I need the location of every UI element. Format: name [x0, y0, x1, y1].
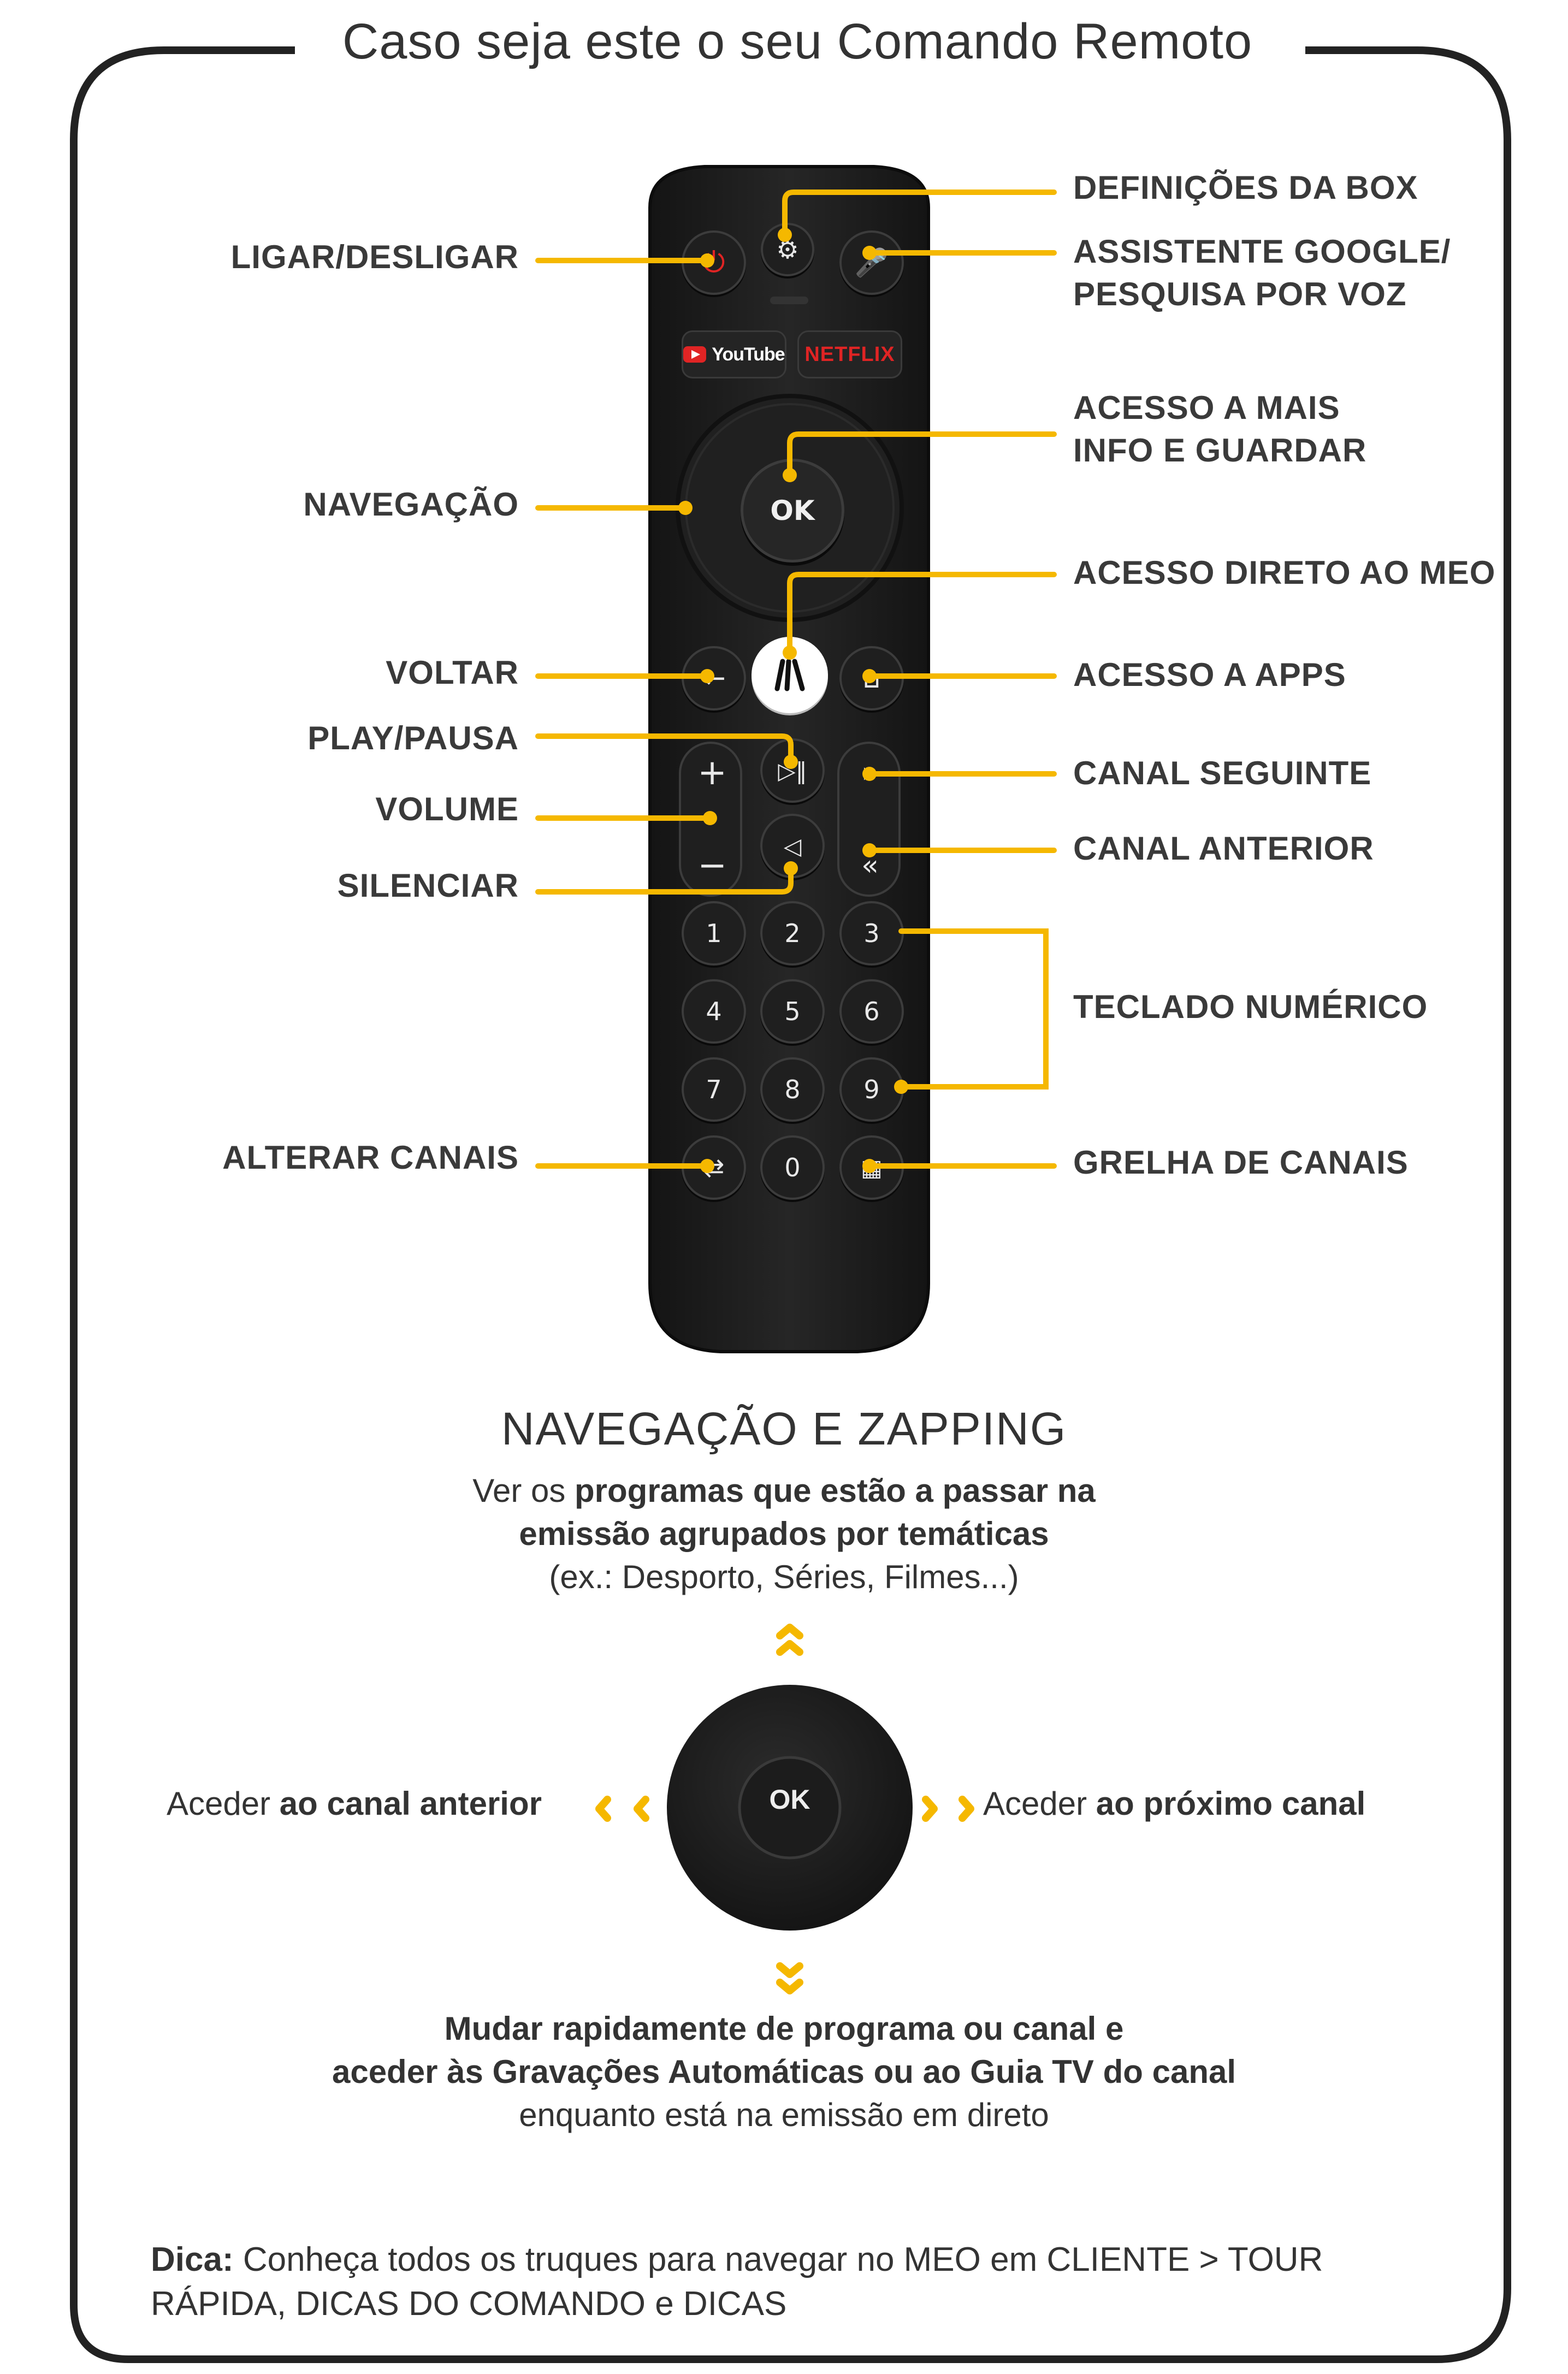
volume-up-button[interactable]: + [686, 747, 738, 799]
number-key-3[interactable]: 3 [839, 901, 904, 966]
nav-left-bold: ao canal anterior [279, 1785, 542, 1822]
youtube-label: YouTube [712, 344, 785, 365]
netflix-button[interactable]: NETFLIX [797, 330, 902, 378]
label-navigation: NAVEGAÇÃO [303, 486, 519, 523]
meo-logo-icon [774, 659, 805, 691]
nav-down-description: Mudar rapidamente de programa ou canal e… [0, 2007, 1568, 2137]
page-title: Caso seja este o seu Comando Remoto [328, 13, 1267, 70]
callout-lines [535, 190, 1057, 1173]
label-volume: VOLUME [375, 791, 519, 827]
youtube-play-icon [683, 346, 707, 363]
tip-label: Dica: [151, 2241, 234, 2278]
number-label: 1 [706, 919, 722, 948]
number-key-6[interactable]: 6 [839, 979, 904, 1044]
nav-right-pre: Aceder [983, 1785, 1096, 1822]
youtube-button[interactable]: YouTube [682, 330, 786, 378]
label-prev-channel: CANAL ANTERIOR [1073, 830, 1374, 867]
nav-left-pre: Aceder [167, 1785, 280, 1822]
nav-right-bold: ao próximo canal [1096, 1785, 1366, 1822]
tip-body: Conheça todos os truques para navegar no… [151, 2241, 1323, 2323]
nav-up-pre: Ver os [472, 1472, 575, 1509]
number-key-4[interactable]: 4 [682, 979, 746, 1044]
label-channel-grid: GRELHA DE CANAIS [1073, 1144, 1409, 1181]
number-label: 4 [706, 997, 722, 1026]
label-power: LIGAR/DESLIGAR [230, 239, 519, 275]
nav-left-description: Aceder ao canal anterior [167, 1785, 542, 1822]
label-box-settings: DEFINIÇÕES DA BOX [1073, 169, 1418, 206]
plus-icon: + [697, 753, 727, 793]
number-label: 3 [863, 919, 880, 948]
label-play-pause: PLAY/PAUSA [307, 720, 519, 756]
number-label: 0 [784, 1153, 801, 1182]
label-voice-assistant: ASSISTENTE GOOGLE/ PESQUISA POR VOZ [1073, 233, 1451, 312]
section-title: NAVEGAÇÃO E ZAPPING [501, 1403, 1067, 1454]
number-label: 5 [784, 997, 801, 1026]
ok-label: OK [770, 495, 815, 526]
label-back: VOLTAR [386, 654, 519, 691]
nav-right-description: Aceder ao próximo canal [983, 1785, 1365, 1822]
number-key-0[interactable]: 0 [760, 1135, 825, 1200]
volume-down-button[interactable]: − [686, 839, 738, 892]
number-key-2[interactable]: 2 [760, 901, 825, 966]
nav-down-bold: Mudar rapidamente de programa ou canal e… [332, 2010, 1236, 2091]
tip-text: Dica: Conheça todos os truques para nave… [151, 2238, 1462, 2326]
nav-up-post: (ex.: Desporto, Séries, Filmes...) [549, 1559, 1019, 1596]
speaker-mute-icon: ◁ [783, 832, 802, 860]
nav-up-description: Ver os programas que estão a passar na e… [0, 1469, 1568, 1599]
minus-icon: − [697, 845, 727, 886]
number-key-7[interactable]: 7 [682, 1057, 746, 1122]
zapping-ok-label: OK [769, 1784, 810, 1815]
label-swap-channels: ALTERAR CANAIS [222, 1139, 519, 1176]
label-mute: SILENCIAR [337, 867, 519, 904]
voice-assistant-button[interactable]: 🎤 [839, 230, 904, 295]
nav-up-bold: programas que estão a passar na emissão … [519, 1472, 1096, 1553]
zapping-diagram [595, 1624, 974, 1994]
number-label: 8 [784, 1075, 801, 1104]
label-meo-direct: ACESSO DIRETO AO MEO [1073, 554, 1496, 591]
number-label: 7 [706, 1075, 722, 1104]
number-label: 2 [784, 919, 801, 948]
nav-down-post: enquanto está na emissão em direto [519, 2097, 1049, 2134]
number-key-8[interactable]: 8 [760, 1057, 825, 1122]
number-label: 9 [863, 1075, 880, 1104]
number-label: 6 [863, 997, 880, 1026]
number-key-1[interactable]: 1 [682, 901, 746, 966]
netflix-label: NETFLIX [804, 342, 895, 366]
label-apps: ACESSO A APPS [1073, 656, 1346, 693]
label-numeric-keypad: TECLADO NUMÉRICO [1073, 988, 1428, 1025]
label-more-info: ACESSO A MAIS INFO E GUARDAR [1073, 389, 1367, 469]
label-next-channel: CANAL SEGUINTE [1073, 755, 1372, 791]
number-key-5[interactable]: 5 [760, 979, 825, 1044]
